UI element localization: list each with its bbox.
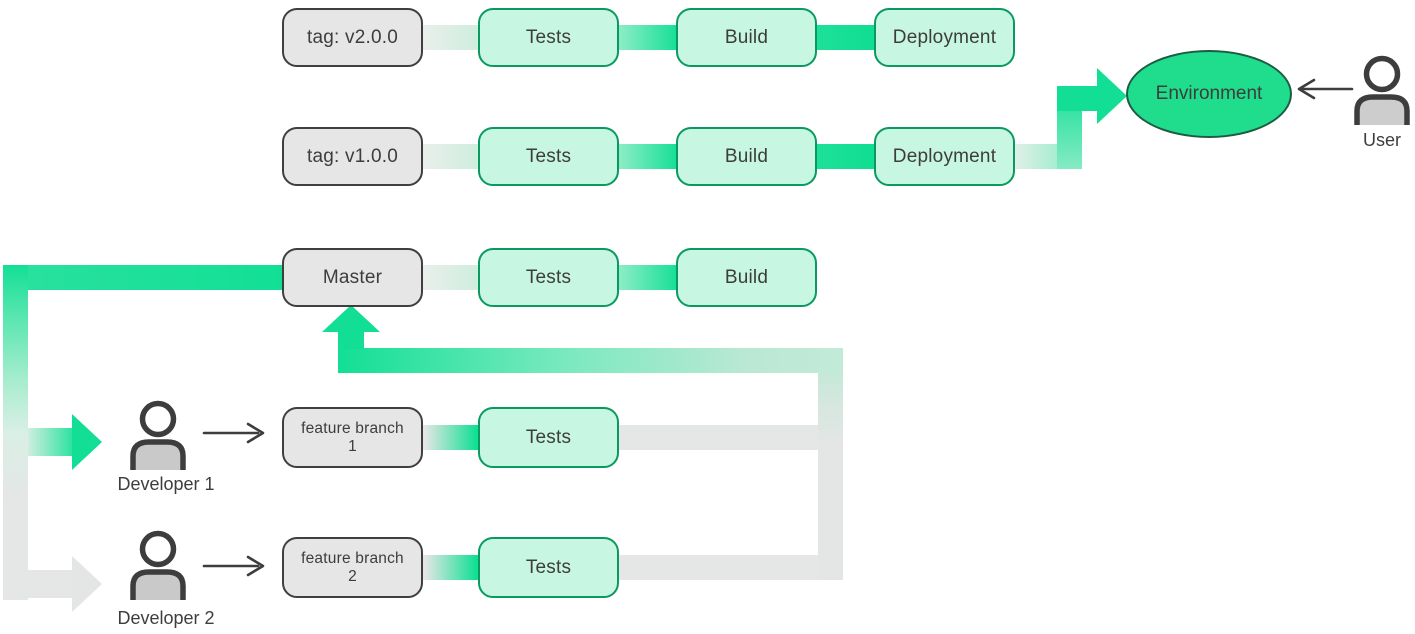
node-deployment-v2: Deployment (874, 8, 1015, 67)
node-label-number: 2 (348, 567, 357, 585)
node-label: Tests (525, 145, 572, 167)
flow-band-feature1-feedback (616, 425, 843, 450)
flow-band-v2-build-deployment (814, 25, 877, 50)
node-deployment-v1: Deployment (874, 127, 1015, 186)
node-tests-feature1: Tests (478, 407, 619, 468)
node-label: Build (724, 145, 769, 167)
node-label: Build (724, 266, 769, 288)
flow-band-elbow-to-environment (1057, 86, 1097, 111)
arrow-into-master-icon (322, 305, 380, 332)
node-label: tag: v2.0.0 (307, 26, 398, 48)
node-label: tag: v1.0.0 (307, 145, 398, 167)
node-environment: Environment (1126, 50, 1292, 138)
node-label: Tests (525, 556, 572, 578)
arrow-into-environment-icon (1097, 68, 1127, 124)
node-master: Master (282, 248, 423, 307)
node-label: Deployment (892, 145, 997, 167)
actor-label-developer2: Developer 2 (117, 608, 215, 628)
flow-band-v2-tests-build (616, 25, 679, 50)
flow-band-master-tests (420, 265, 481, 290)
flow-band-v1-tag-tests (420, 144, 481, 169)
node-label: Deployment (892, 26, 997, 48)
flow-band-to-developer1 (28, 428, 72, 456)
node-label: Build (724, 26, 769, 48)
flow-band-merge-arrow-shaft (338, 331, 364, 349)
actor-label-user: User (1362, 130, 1401, 150)
arrow-user-to-environment-icon (1297, 78, 1354, 100)
node-feature-branch-2: feature branch 2 (282, 537, 423, 598)
flow-band-v2-tag-tests (420, 25, 481, 50)
node-label-number: 1 (348, 437, 357, 455)
node-tests-feature2: Tests (478, 537, 619, 598)
node-label: feature branch (301, 549, 404, 567)
node-build-v1: Build (676, 127, 817, 186)
node-tag-v2: tag: v2.0.0 (282, 8, 423, 67)
node-label: feature branch (301, 419, 404, 437)
node-build-v2: Build (676, 8, 817, 67)
node-tests-v2: Tests (478, 8, 619, 67)
node-label: Tests (525, 266, 572, 288)
arrow-into-developer2-icon (72, 556, 102, 612)
flow-band-master-tests-build (616, 265, 679, 290)
flow-band-master-left (3, 265, 283, 290)
person-icon (130, 400, 186, 470)
flow-band-v1-tests-build (616, 144, 679, 169)
node-label: Tests (525, 426, 572, 448)
node-build-master: Build (676, 248, 817, 307)
actor-label-developer1: Developer 1 (117, 474, 215, 494)
flow-band-right-vertical (818, 348, 843, 580)
node-label: Master (322, 266, 383, 288)
flow-band-left-vertical (3, 265, 28, 600)
person-icon (1354, 55, 1410, 125)
flow-band-feature2-feedback (616, 555, 843, 580)
node-tests-v1: Tests (478, 127, 619, 186)
flow-band-to-developer2 (28, 570, 72, 598)
node-tag-v1: tag: v1.0.0 (282, 127, 423, 186)
arrow-developer2-to-branch-icon (202, 555, 265, 577)
person-icon (130, 530, 186, 600)
flow-band-v1-build-deployment (814, 144, 877, 169)
flow-band-merge-to-master (338, 348, 843, 373)
flow-band-feature1-tests (420, 425, 481, 450)
arrow-developer1-to-branch-icon (202, 422, 265, 444)
node-feature-branch-1: feature branch 1 (282, 407, 423, 468)
flow-band-feature2-tests (420, 555, 481, 580)
node-label: Tests (525, 26, 572, 48)
node-label: Environment (1155, 83, 1263, 104)
node-tests-master: Tests (478, 248, 619, 307)
arrow-into-developer1-icon (72, 414, 102, 470)
